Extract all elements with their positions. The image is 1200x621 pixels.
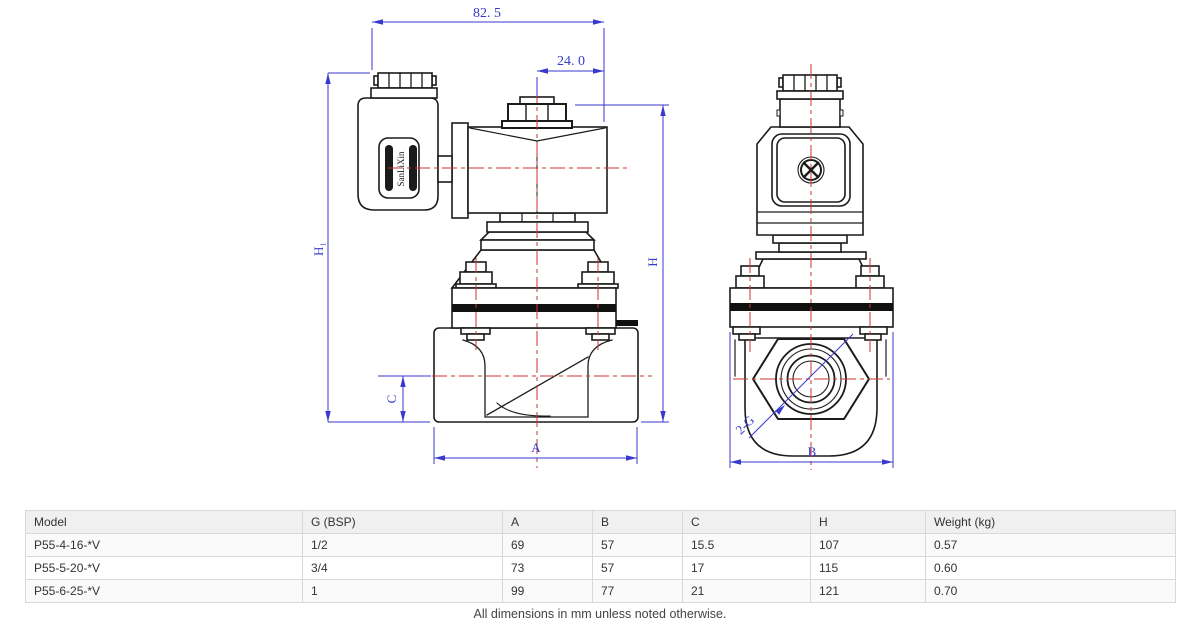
cell-g: 3/4 [302, 556, 503, 580]
cell-c: 21 [682, 579, 811, 603]
cable-spade [437, 155, 453, 183]
cell-h: 115 [810, 556, 926, 580]
dim-b [729, 332, 894, 468]
coil-side [451, 122, 608, 219]
dim-label-h1: H₁ [311, 242, 326, 256]
dim-h [575, 104, 669, 423]
cell-weight: 0.60 [925, 556, 1176, 580]
dim-82-5 [371, 19, 605, 122]
dim-24-0 [536, 68, 604, 96]
col-header-b: B [592, 510, 683, 534]
table-row: P55-6-25-*V 1 99 77 21 121 0.70 [25, 579, 1176, 603]
dim-a [433, 427, 638, 464]
dim-label-h: H [645, 257, 660, 266]
dim-label-82-5: 82. 5 [473, 6, 501, 21]
col-header-h: H [810, 510, 926, 534]
cell-model: P55-6-25-*V [25, 579, 303, 603]
dimensions [325, 19, 894, 468]
dim-label-a: A [531, 440, 541, 455]
table-row: P55-4-16-*V 1/2 69 57 15.5 107 0.57 [25, 533, 1176, 557]
cell-a: 73 [502, 556, 593, 580]
cell-model: P55-4-16-*V [25, 533, 303, 557]
col-header-model: Model [25, 510, 303, 534]
cell-b: 57 [592, 556, 683, 580]
cell-h: 121 [810, 579, 926, 603]
cell-weight: 0.57 [925, 533, 1176, 557]
dim-label-c: C [384, 395, 399, 404]
table-row: P55-5-20-*V 3/4 73 57 17 115 0.60 [25, 556, 1176, 580]
cell-a: 99 [502, 579, 593, 603]
cell-c: 15.5 [682, 533, 811, 557]
cell-h: 107 [810, 533, 926, 557]
spec-table: Model G (BSP) A B C H Weight (kg) P55-4-… [25, 510, 1176, 603]
cell-g: 1 [302, 579, 503, 603]
dim-h1 [325, 72, 430, 423]
dimensions-note: All dimensions in mm unless noted otherw… [473, 607, 727, 621]
flange-front [451, 287, 638, 341]
col-header-weight: Weight (kg) [925, 510, 1176, 534]
cell-b: 57 [592, 533, 683, 557]
col-header-c: C [682, 510, 811, 534]
coil-front [756, 126, 864, 236]
col-header-g-bsp: G (BSP) [302, 510, 503, 534]
dim-thread-leader [748, 333, 854, 439]
valve-body-front [433, 327, 639, 423]
spec-table-header-row: Model G (BSP) A B C H Weight (kg) [25, 510, 1176, 534]
dim-label-24-0: 24. 0 [557, 54, 585, 69]
centerlines [388, 64, 890, 470]
connector-cap-front [776, 74, 844, 128]
cell-a: 69 [502, 533, 593, 557]
front-view: SanLiXin [357, 72, 639, 423]
cell-g: 1/2 [302, 533, 503, 557]
dim-label-b: B [808, 444, 817, 459]
col-header-a: A [502, 510, 593, 534]
cell-weight: 0.70 [925, 579, 1176, 603]
seat-arc [496, 402, 551, 417]
gasket-band [452, 304, 616, 312]
technical-drawing: SanLiXin [311, 6, 894, 470]
cell-c: 17 [682, 556, 811, 580]
cell-model: P55-5-20-*V [25, 556, 303, 580]
din-connector [357, 72, 453, 211]
cell-b: 77 [592, 579, 683, 603]
dim-c [378, 375, 431, 422]
connector-cap [377, 72, 433, 89]
brand-label: SanLiXin [396, 151, 406, 186]
